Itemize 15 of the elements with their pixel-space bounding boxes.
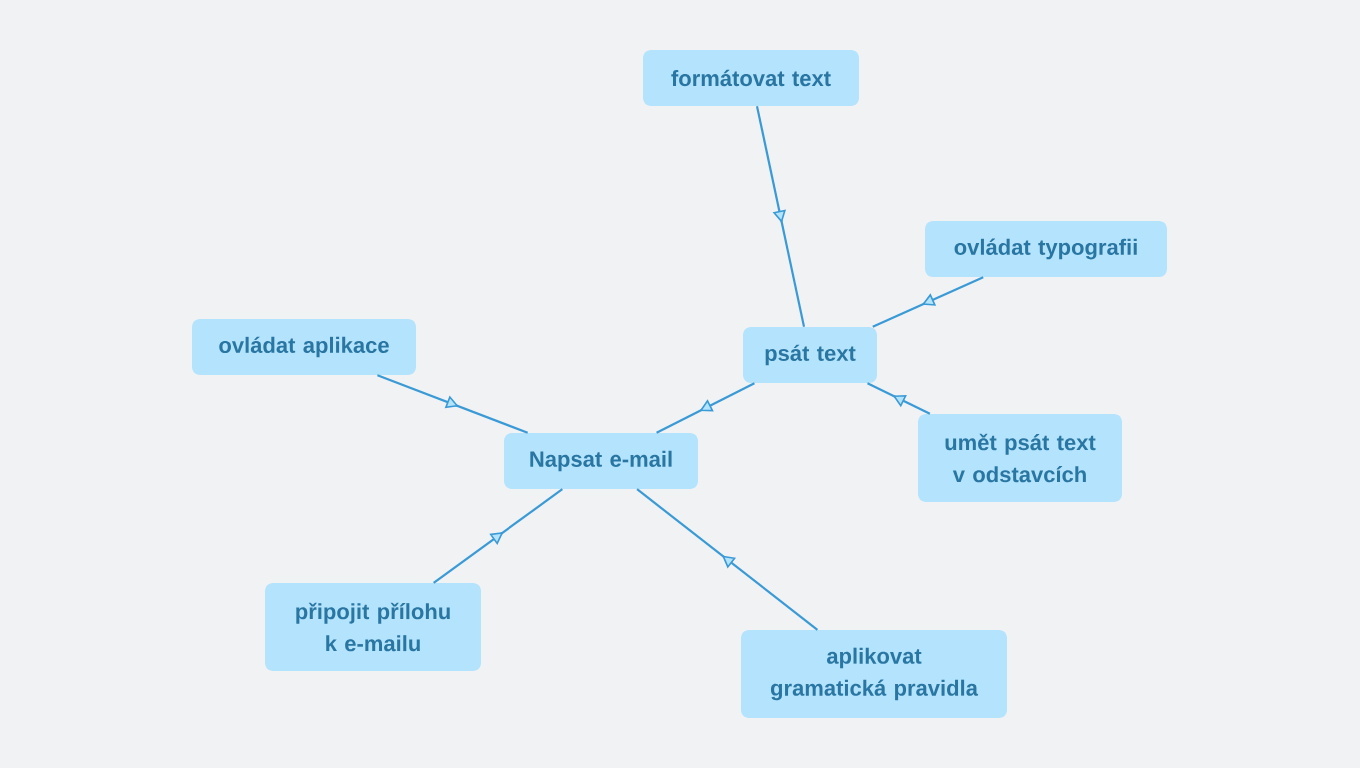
skill-box: aplikovat gramatická pravidla	[741, 630, 1007, 718]
arrow	[867, 382, 931, 415]
skill-box: ovládat typografii	[925, 221, 1167, 277]
arrow	[636, 488, 819, 631]
arrow	[872, 276, 984, 328]
arrow	[377, 374, 529, 434]
arrow	[755, 105, 806, 328]
skill-box: formátovat text	[643, 50, 859, 106]
skill-box: ovládat aplikace	[192, 319, 416, 375]
skill-box: umět psát text v odstavcích	[918, 414, 1122, 502]
arrow	[656, 382, 755, 434]
skill-box: připojit přílohu k e-mailu	[265, 583, 481, 671]
skill-box: psát text	[743, 327, 877, 383]
skill-box: Napsat e-mail	[504, 433, 698, 489]
arrow	[433, 488, 563, 584]
